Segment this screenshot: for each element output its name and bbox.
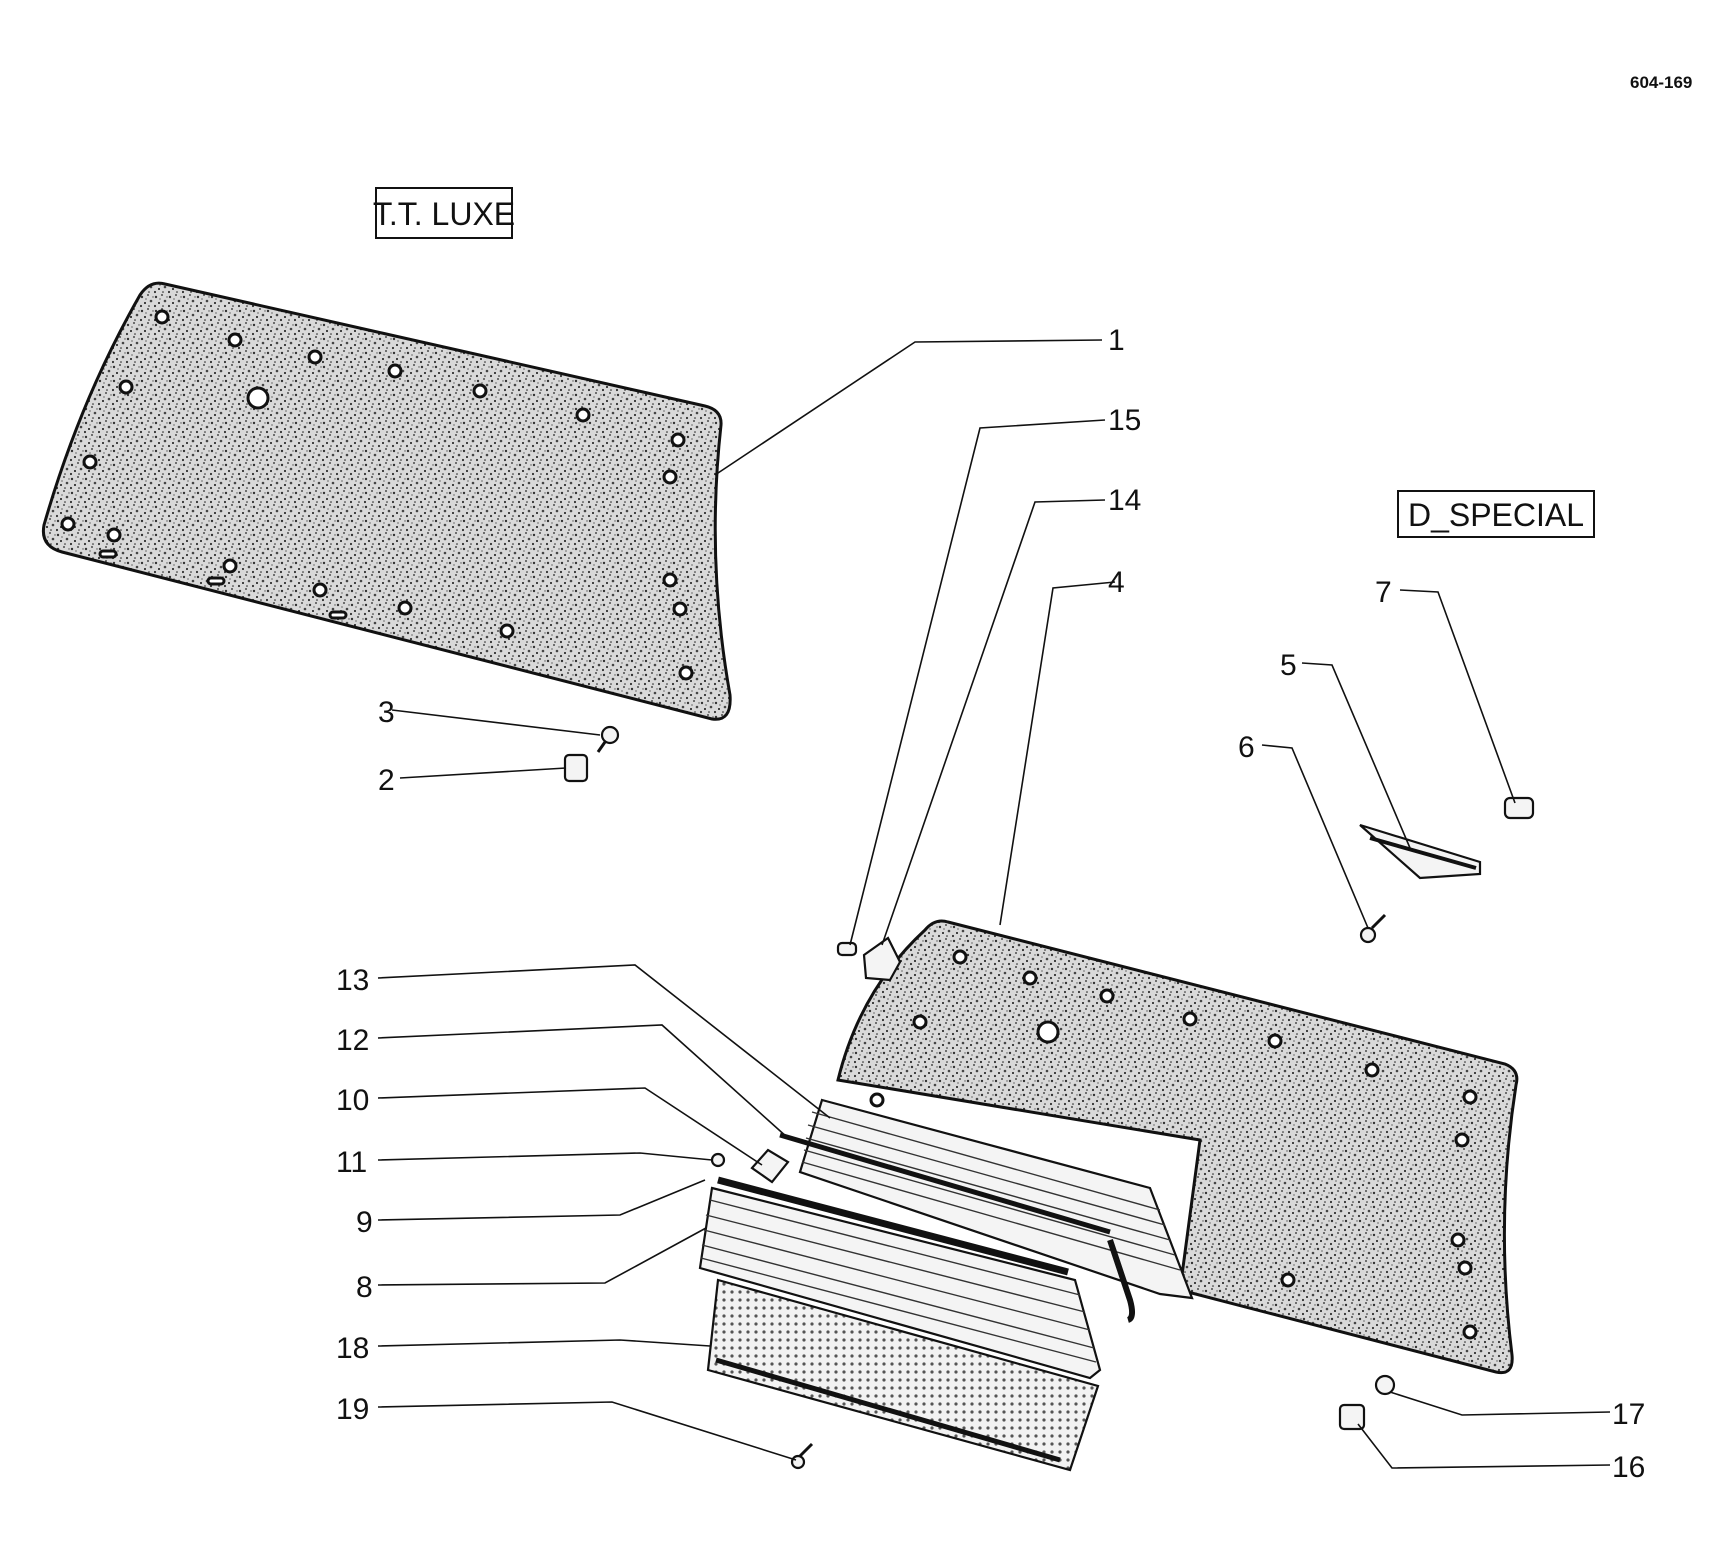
part-number-13: 13 [336, 964, 369, 997]
variant-label-tt-luxe-text: T.T. LUXE [373, 196, 515, 232]
part-number-5: 5 [1280, 649, 1297, 682]
fitting-17-screw [1374, 1374, 1396, 1396]
leader-lines [377, 339, 1611, 1469]
armrest-lower [698, 1176, 1102, 1380]
fitting-10-bracket [750, 1148, 790, 1184]
fitting-19-screw [790, 1442, 814, 1470]
door-panel-d-special [836, 919, 1519, 1375]
part-number-17: 17 [1612, 1398, 1645, 1431]
part-number-8: 8 [356, 1271, 373, 1304]
door-panel-tt-luxe [41, 281, 732, 721]
part-number-12: 12 [336, 1024, 369, 1057]
variant-label-tt-luxe: T.T. LUXE [373, 187, 515, 239]
variant-label-d-special-text: D_SPECIAL [1408, 497, 1584, 533]
part-number-6: 6 [1238, 731, 1255, 764]
part-number-15: 15 [1108, 404, 1141, 437]
part-number-9: 9 [356, 1206, 373, 1239]
fitting-2-clip [563, 753, 589, 783]
part-number-3: 3 [378, 696, 395, 729]
armrest-rod [779, 1132, 1111, 1235]
fitting-5-trim-strip [1359, 823, 1482, 880]
pocket-panel-perforated [706, 1278, 1100, 1472]
part-number-14: 14 [1108, 484, 1141, 517]
part-number-7: 7 [1375, 576, 1392, 609]
fitting-16-clip [1338, 1403, 1366, 1431]
part-number-2: 2 [378, 764, 395, 797]
part-number-10: 10 [336, 1084, 369, 1117]
fitting-15-screw [836, 941, 858, 957]
part-number-1: 1 [1108, 324, 1125, 357]
part-number-18: 18 [336, 1332, 369, 1365]
fitting-11-screw [710, 1152, 726, 1168]
variant-label-d-special: D_SPECIAL [1397, 490, 1595, 538]
part-numbers: 1 15 14 4 5 6 7 3 2 13 12 10 11 9 8 18 1… [336, 324, 1645, 1484]
fitting-3-screw [596, 725, 620, 753]
part-number-11: 11 [336, 1146, 367, 1179]
fitting-7-clip [1503, 796, 1535, 820]
fitting-6-screw [1359, 913, 1387, 944]
drawing-reference: 604-169 [1630, 73, 1692, 92]
part-number-16: 16 [1612, 1451, 1645, 1484]
part-number-4: 4 [1108, 566, 1125, 599]
part-number-19: 19 [336, 1393, 369, 1426]
